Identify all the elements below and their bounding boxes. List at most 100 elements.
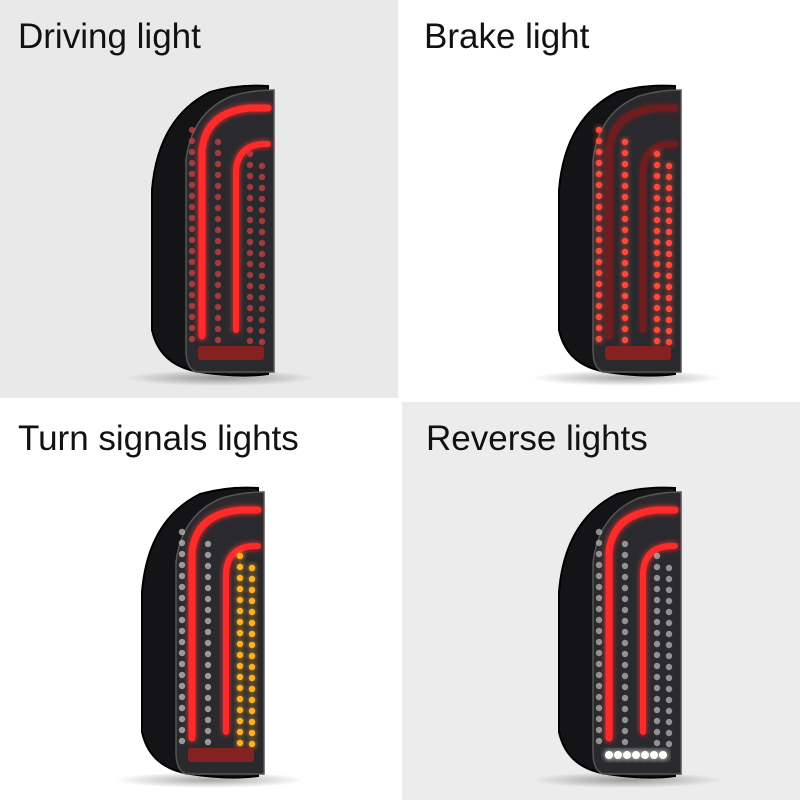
led-dot	[258, 195, 266, 203]
led-dot	[248, 663, 256, 671]
led-dot	[653, 271, 661, 279]
led-dot	[246, 216, 254, 224]
led-dot	[653, 238, 661, 246]
led-dot	[665, 206, 673, 214]
led-dot	[258, 184, 266, 192]
reverse-led	[614, 751, 622, 759]
led-dot	[595, 313, 603, 321]
led-dot	[665, 195, 673, 203]
led-dot	[595, 159, 603, 167]
led-dot	[246, 249, 254, 257]
led-dot	[236, 651, 244, 659]
led-dot	[653, 695, 661, 703]
led-dot	[204, 716, 212, 724]
led-dot	[653, 183, 661, 191]
led-dot	[178, 528, 186, 536]
panel-reverse-lights: Reverse lights	[402, 402, 800, 800]
light-bar-inner	[640, 141, 678, 333]
led-dot	[621, 215, 629, 223]
led-dot	[595, 236, 603, 244]
led-dot	[246, 304, 254, 312]
led-dot	[653, 739, 661, 747]
led-dot	[246, 271, 254, 279]
led-dot	[214, 226, 222, 234]
led-dot	[665, 608, 673, 616]
led-dot	[236, 728, 244, 736]
led-dot	[595, 627, 603, 635]
led-dot	[178, 616, 186, 624]
led-dot	[665, 239, 673, 247]
led-dot	[214, 193, 222, 201]
led-dot	[188, 335, 196, 343]
led-dot	[595, 335, 603, 343]
led-dot	[653, 293, 661, 301]
led-dot	[178, 539, 186, 547]
led-dot	[665, 740, 673, 748]
led-dot	[621, 226, 629, 234]
led-dot	[595, 225, 603, 233]
led-dot	[204, 562, 212, 570]
led-dot	[258, 305, 266, 313]
led-dot	[188, 181, 196, 189]
led-dot	[178, 583, 186, 591]
led-dot	[258, 283, 266, 291]
reflector-strip	[605, 346, 671, 360]
led-dot	[595, 561, 603, 569]
led-dot	[665, 586, 673, 594]
light-bar-outer	[605, 104, 679, 340]
led-dot	[653, 673, 661, 681]
led-dot	[236, 629, 244, 637]
led-dot	[204, 727, 212, 735]
led-dot	[204, 738, 212, 746]
panel-brake-light: Brake light	[402, 0, 800, 398]
led-dot	[178, 660, 186, 668]
led-dot	[246, 337, 254, 345]
led-dot	[621, 595, 629, 603]
led-dot	[595, 539, 603, 547]
led-dot	[665, 272, 673, 280]
led-dot	[621, 138, 629, 146]
led-dot	[214, 303, 222, 311]
led-dot	[214, 281, 222, 289]
led-dot	[248, 707, 256, 715]
light-bar-inner	[233, 141, 271, 333]
led-dot	[258, 173, 266, 181]
led-dot	[621, 562, 629, 570]
led-dot	[653, 227, 661, 235]
led-dot	[248, 586, 256, 594]
led-dot	[595, 616, 603, 624]
led-dot	[621, 705, 629, 713]
led-dot	[214, 270, 222, 278]
led-dot	[188, 247, 196, 255]
led-dot	[621, 540, 629, 548]
reflector-strip	[188, 748, 254, 762]
light-bar-inner	[640, 543, 678, 735]
led-dot	[665, 575, 673, 583]
led-dot	[248, 696, 256, 704]
led-dot	[595, 280, 603, 288]
led-dot	[188, 291, 196, 299]
led-dot	[204, 694, 212, 702]
led-dot	[621, 639, 629, 647]
led-dot	[653, 640, 661, 648]
led-dot	[665, 283, 673, 291]
led-dot	[178, 704, 186, 712]
led-dot	[214, 325, 222, 333]
led-dot	[246, 205, 254, 213]
led-dot	[236, 684, 244, 692]
panel-label: Brake light	[424, 17, 590, 56]
led-dot	[621, 694, 629, 702]
led-dot	[258, 250, 266, 258]
led-dot	[595, 737, 603, 745]
led-dot	[621, 551, 629, 559]
led-dot	[653, 563, 661, 571]
led-dot	[178, 594, 186, 602]
led-dot	[665, 162, 673, 170]
led-dot	[178, 715, 186, 723]
led-dot	[204, 617, 212, 625]
led-dot	[178, 682, 186, 690]
led-dot	[214, 204, 222, 212]
led-dot	[236, 607, 244, 615]
led-dot	[595, 247, 603, 255]
led-dot	[653, 596, 661, 604]
